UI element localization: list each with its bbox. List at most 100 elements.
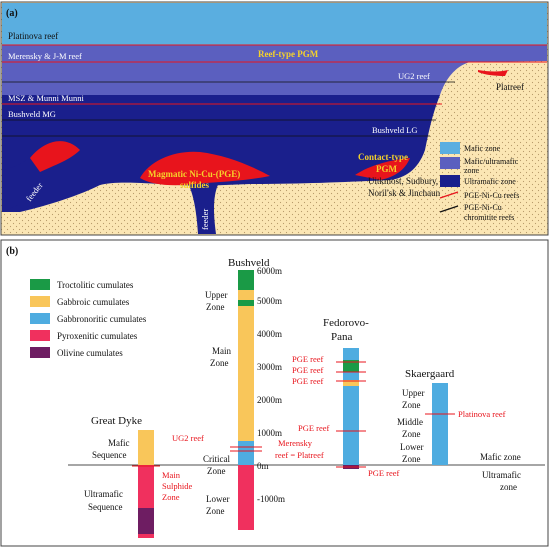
legend-mafic-swatch — [440, 142, 460, 154]
platreef-label: Platreef — [496, 82, 524, 92]
contact-type-label-1: Contact-type — [358, 152, 408, 162]
bushveld-lower-zone-1: Lower — [206, 494, 230, 504]
legend-mafic-label: Mafic zone — [464, 144, 501, 153]
bushveld-depth-1000: 1000m — [257, 428, 282, 438]
bushveld-depth-5000: 5000m — [257, 296, 282, 306]
legend-gabbronoritic-swatch — [30, 313, 50, 324]
panel-a: (a) Platinova reef Reef-type PGM Merensk… — [0, 1, 549, 236]
legend-mafic-ultra-label-2: zone — [464, 166, 480, 175]
platreef-sulfide — [478, 70, 508, 76]
bushveld-lg-label: Bushveld LG — [372, 125, 418, 135]
great-dyke-mafic — [138, 430, 154, 465]
legend-mafic-ultra-label-1: Mafic/ultramafic — [464, 157, 519, 166]
great-dyke-mafic-1: Mafic — [108, 438, 130, 448]
panel-b: (b) Troctolitic cumulates Gabbroic cumul… — [0, 239, 549, 547]
bushveld-depth-3000: 3000m — [257, 362, 282, 372]
legend-olivine-label: Olivine cumulates — [57, 348, 123, 358]
legend-pyroxenitic-label: Pyroxenitic cumulates — [57, 331, 138, 341]
legend-gabbroic-swatch — [30, 296, 50, 307]
legend-chromitite-label-2: chromitite reefs — [464, 213, 514, 222]
legend-troctolitic-swatch — [30, 279, 50, 290]
uitkomst-label-2: Noril'sk & Jinchaun — [368, 188, 441, 198]
fedorovo-troctolitic — [343, 360, 359, 372]
bushveld-upper-gabbroic — [238, 290, 254, 300]
skaergaard-upper-2: Zone — [402, 400, 421, 410]
skaergaard-column: Skaergaard Upper Zone Middle Zone Lower … — [397, 368, 506, 465]
legend-troctolitic-label: Troctolitic cumulates — [57, 280, 134, 290]
fedorovo-reef-label-3: PGE reef — [292, 376, 324, 386]
bushveld-main-zone-2: Zone — [210, 358, 229, 368]
great-dyke-column: Great Dyke Mafic Sequence Ultramafic Seq… — [84, 415, 192, 538]
great-dyke-pyroxenitic-base — [138, 534, 154, 538]
skaergaard-middle-2: Zone — [402, 429, 421, 439]
msz-label: MSZ & Munni Munni — [8, 93, 84, 103]
bushveld-upper-zone-1: Upper — [205, 290, 228, 300]
fedorovo-gabbroic — [343, 380, 359, 386]
ultramafic-zone-label-2: zone — [500, 482, 517, 492]
bushveld-depth-0: 0m — [257, 461, 269, 471]
bushveld-depth-6000: 6000m — [257, 266, 282, 276]
sulfide-body-right — [355, 158, 410, 180]
bushveld-main-zone-1: Main — [212, 346, 231, 356]
contact-type-label-2: PGM — [376, 164, 397, 174]
skaergaard-middle-1: Middle — [397, 417, 423, 427]
legend-pyroxenitic-swatch — [30, 330, 50, 341]
bushveld-lower-zone-2: Zone — [206, 506, 225, 516]
panel-a-legend: Mafic zone Mafic/ultramafic zone Ultrama… — [439, 142, 519, 222]
magmatic-label-2: sulfides — [180, 180, 210, 190]
legend-gabbronoritic-label: Gabbronoritic cumulates — [57, 314, 147, 324]
skaergaard-lower-2: Zone — [402, 454, 421, 464]
fedorovo-gabbronoritic-top — [343, 348, 359, 360]
magmatic-label-1: Magmatic Ni-Cu-(PGE) — [148, 169, 240, 179]
platinova-reef-label: Platinova reef — [8, 31, 58, 41]
ultramafic-zone-body — [2, 95, 440, 212]
panel-b-legend: Troctolitic cumulates Gabbroic cumulates… — [30, 279, 147, 358]
fedorovo-reef-label-1: PGE reef — [292, 354, 324, 364]
great-dyke-ultra-2: Sequence — [88, 502, 122, 512]
legend-mafic-ultra-swatch — [440, 157, 460, 169]
sulfide-body-center — [140, 151, 270, 186]
fedorovo-gabbronoritic-main — [343, 386, 359, 465]
bushveld-merensky-label-2: reef = Platreef — [275, 450, 324, 460]
sulfide-body-left — [30, 141, 80, 172]
legend-chromitite-label-1: PGE-Ni-Cu — [464, 203, 502, 212]
mafic-ultramafic-band — [2, 45, 547, 95]
great-dyke-ultra-1: Ultramafic — [84, 489, 123, 499]
legend-chromitite-line — [439, 205, 459, 213]
skaergaard-lower-1: Lower — [400, 442, 424, 452]
skaergaard-gabbronoritic — [432, 383, 448, 465]
great-dyke-msz-2: Sulphide — [162, 481, 192, 491]
uitkomst-label-1: Uitkmost, Sudbury, — [368, 176, 438, 186]
bushveld-critical-zone — [238, 441, 254, 465]
bushveld-upper-zone-2: Zone — [206, 302, 225, 312]
legend-olivine-swatch — [30, 347, 50, 358]
fedorovo-gabbronoritic-2 — [343, 372, 359, 380]
bushveld-depth-2000: 2000m — [257, 395, 282, 405]
bushveld-depth-4000: 4000m — [257, 329, 282, 339]
fedorovo-reef-label-2: PGE reef — [292, 365, 324, 375]
panel-b-label: (b) — [6, 246, 18, 257]
bushveld-main-zone — [238, 306, 254, 441]
ug2-label: UG2 reef — [398, 71, 430, 81]
bushveld-troctolitic-top — [238, 270, 254, 290]
bushveld-critical-zone-1: Critical — [203, 454, 230, 464]
great-dyke-olivine — [138, 508, 154, 534]
great-dyke-msz-1: Main — [162, 470, 181, 480]
panel-a-label: (a) — [6, 8, 18, 19]
great-dyke-msz-3: Zone — [162, 492, 180, 502]
mafic-zone-band — [2, 3, 547, 45]
fedorovo-title-2: Pana — [331, 331, 353, 343]
bushveld-column: Bushveld 6000m 5000m 4000m 3000m 2000m 1… — [172, 257, 324, 530]
fedorovo-title-1: Fedorovo- — [323, 317, 369, 329]
reef-type-pgm-label: Reef-type PGM — [258, 49, 319, 59]
panel-b-frame — [0, 239, 549, 547]
middle-feeder — [185, 178, 222, 234]
legend-pge-ni-cu-line — [439, 191, 459, 199]
legend-ultramafic-swatch — [440, 175, 460, 187]
bushveld-critical-zone-2: Zone — [207, 466, 226, 476]
fedorovo-reef-label-5: PGE reef — [368, 468, 400, 478]
skaergaard-platinova-label: Platinova reef — [458, 409, 506, 419]
skaergaard-upper-1: Upper — [402, 388, 425, 398]
bushveld-title: Bushveld — [228, 257, 270, 269]
